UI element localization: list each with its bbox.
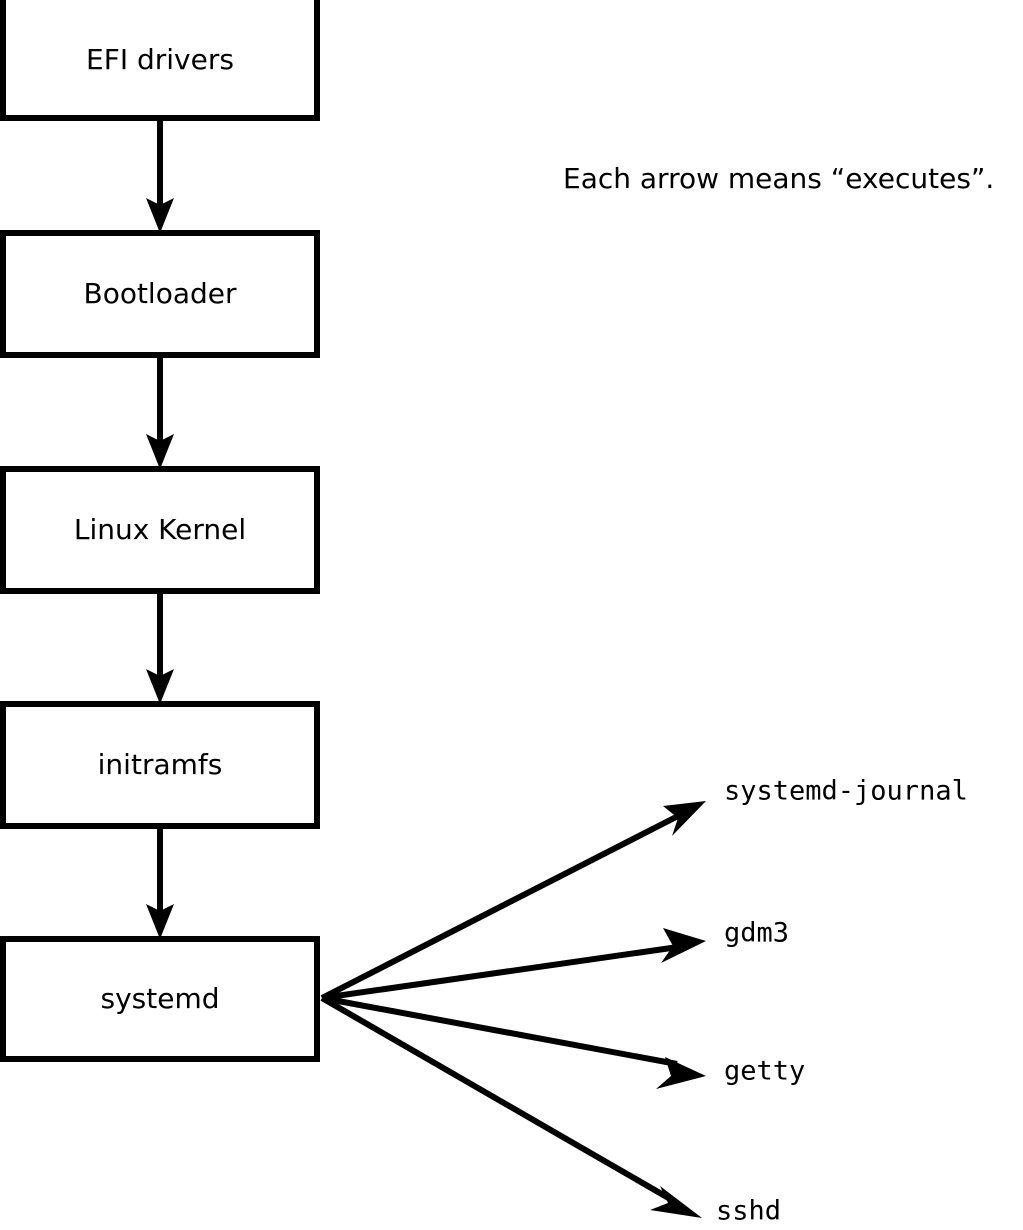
arrow-head-icon [661,928,706,963]
node-box[interactable] [0,230,320,358]
node-label: EFI drivers [86,43,234,76]
fanout-labels: systemd-journal gdm3 getty sshd [716,776,968,1227]
edge-systemd-to-gdm3 [321,928,706,1001]
node-systemd[interactable]: systemd [0,936,320,1062]
chain-nodes: EFI drivers Bootloader Linux Kernel init… [0,0,320,1062]
leaf-label-getty: getty [724,1056,805,1087]
leaf-label-systemd-journal: systemd-journal [724,776,968,807]
node-box[interactable] [0,466,320,594]
node-initramfs[interactable]: initramfs [0,701,320,829]
edge-initramfs-to-systemd [146,826,174,939]
fanout-edges [320,801,706,1218]
node-linux-kernel[interactable]: Linux Kernel [0,466,320,594]
arrow-head-icon [146,434,174,469]
arrow-head-icon [146,198,174,233]
node-box[interactable] [0,936,320,1062]
arrow-head-icon [663,801,706,836]
node-bootloader[interactable]: Bootloader [0,230,320,358]
edge-systemd-to-getty [321,995,706,1089]
edge-systemd-to-sshd [320,995,702,1218]
node-box[interactable] [0,701,320,829]
node-label: initramfs [98,748,223,781]
edge-line [320,812,682,1001]
node-efi-drivers[interactable]: EFI drivers [0,0,320,121]
edge-line [321,944,679,1001]
leaf-label-gdm3: gdm3 [724,918,789,949]
node-label: Linux Kernel [74,513,246,546]
edge-systemd-to-systemd-journal [320,801,706,1001]
arrow-head-icon [650,1186,702,1218]
arrow-head-icon [146,669,174,704]
arrow-head-icon [656,1057,706,1089]
legend-caption: Each arrow means “executes”. [563,162,994,195]
arrow-head-icon [146,904,174,939]
edge-bootloader-to-kernel [146,355,174,469]
edge-line [321,995,678,1067]
edge-kernel-to-initramfs [146,591,174,704]
edge-efi-to-bootloader [146,118,174,233]
node-box[interactable] [0,0,320,121]
node-label: Bootloader [83,277,237,310]
leaf-label-sshd: sshd [716,1196,781,1227]
chain-edges [146,118,174,939]
edge-line [320,995,674,1203]
node-label: systemd [101,982,220,1015]
